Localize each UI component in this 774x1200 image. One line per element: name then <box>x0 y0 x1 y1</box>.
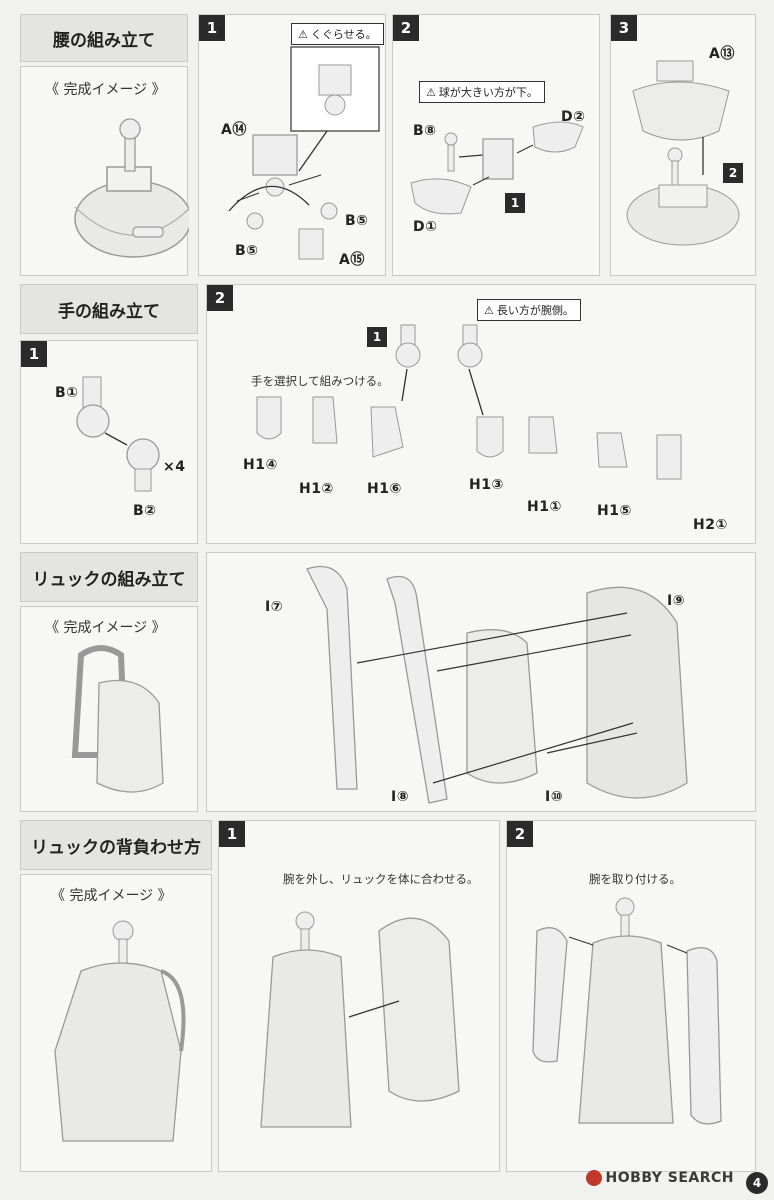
waist-step2-panel: 2 ⚠ 球が大きい方が下。 B⑧ D② D① 1 <box>392 14 600 276</box>
part-label: B⑧ <box>413 123 437 139</box>
waist-complete-image-panel: 《 完成イメージ 》 <box>20 66 189 276</box>
backpack-image-label: 《 完成イメージ 》 <box>45 620 166 636</box>
part-label: B⑤ <box>345 213 369 229</box>
backpack-section-title: リュックの組み立て <box>20 552 198 602</box>
hands-step2-illustration <box>256 324 682 480</box>
hands-step1-panel: 1 B① B② ×4 <box>20 340 198 544</box>
step-number-badge: 2 <box>507 821 533 847</box>
step-caption: 手を選択して組みつける。 <box>251 374 389 388</box>
warning-icon: ⚠ <box>426 85 436 99</box>
backpack-assembly-panel: I⑦ I⑨ I⑧ I⑩ <box>206 552 756 812</box>
waist-title-text: 腰の組み立て <box>53 30 155 51</box>
step-number-badge: 1 <box>199 15 225 41</box>
part-label: H2① <box>693 517 728 533</box>
waist-step3-panel: 3 A⑬ 2 <box>610 14 756 276</box>
wearing-title-text: リュックの背負わせ方 <box>31 837 201 858</box>
part-label: A⑭ <box>221 122 247 138</box>
backpack-assembly-illustration <box>306 565 688 804</box>
warning-note: ⚠ 球が大きい方が下。 <box>419 81 545 103</box>
part-label: H1③ <box>469 477 504 493</box>
reference-step-badge: 2 <box>723 163 743 183</box>
backpack-complete-image-panel: 《 完成イメージ 》 <box>20 606 198 812</box>
wearing-image-label: 《 完成イメージ 》 <box>51 888 172 904</box>
part-label: A⑮ <box>339 252 365 268</box>
hobby-search-logo: HOBBY SEARCH <box>585 1170 734 1186</box>
hands-section-title: 手の組み立て <box>20 284 198 334</box>
hands-step1-illustration <box>76 376 160 492</box>
part-label: D② <box>561 109 586 125</box>
part-label: H1⑤ <box>597 503 632 519</box>
hands-title-text: 手の組み立て <box>58 301 160 322</box>
step-caption: 腕を外し、リュックを体に合わせる。 <box>283 872 479 886</box>
step-number-badge: 1 <box>219 821 245 847</box>
reference-step-badge: 1 <box>367 327 387 347</box>
part-label: D① <box>413 219 438 235</box>
hands-step2-panel: 2 手を選択して組みつける。 ⚠ 長い方が腕側。 1 H1④ H1② H1⑥ H… <box>206 284 756 544</box>
waist-section-title: 腰の組み立て <box>20 14 188 62</box>
waist-step1-panel: 1 ⚠ くぐらせる。 A⑭ B⑤ B⑤ A⑮ <box>198 14 386 276</box>
part-label: I⑨ <box>667 593 686 609</box>
backpack-title-text: リュックの組み立て <box>32 569 186 590</box>
step-number-badge: 2 <box>393 15 419 41</box>
reference-step-badge: 1 <box>505 193 525 213</box>
waist-step3-illustration <box>626 60 740 246</box>
part-label: H1① <box>527 499 562 515</box>
wearing-step2-panel: 2 腕を取り付ける。 <box>506 820 756 1172</box>
warning-note: ⚠ 長い方が腕側。 <box>477 299 581 321</box>
part-label: B② <box>133 503 157 519</box>
waist-step1-illustration <box>228 46 380 260</box>
wearing-step1-panel: 1 腕を外し、リュックを体に合わせる。 <box>218 820 500 1172</box>
part-label: B⑤ <box>235 243 259 259</box>
part-label: I⑧ <box>391 789 410 805</box>
part-label: I⑩ <box>545 789 564 805</box>
wearing-complete-illustration <box>54 920 186 1142</box>
page-number: 4 <box>746 1172 768 1194</box>
step-number-badge: 2 <box>207 285 233 311</box>
part-label: B① <box>55 385 79 401</box>
waist-step2-illustration <box>410 121 584 215</box>
wearing-complete-image-panel: 《 完成イメージ 》 <box>20 874 212 1172</box>
wearing-section-title: リュックの背負わせ方 <box>20 820 212 870</box>
step-number-badge: 3 <box>611 15 637 41</box>
wearing-step2-illustration <box>532 897 722 1125</box>
multiplier-label: ×4 <box>163 459 186 475</box>
step-number-badge: 1 <box>21 341 47 367</box>
wearing-step1-illustration <box>260 911 460 1128</box>
warning-icon: ⚠ <box>484 303 494 317</box>
part-label: H1④ <box>243 457 278 473</box>
waist-complete-illustration <box>74 118 189 258</box>
backpack-complete-illustration <box>71 645 164 793</box>
logo-mark-icon <box>585 1170 602 1186</box>
part-label: I⑦ <box>265 599 284 615</box>
waist-image-label: 《 完成イメージ 》 <box>45 82 166 98</box>
step-caption: 腕を取り付ける。 <box>589 872 681 886</box>
part-label: A⑬ <box>709 46 735 62</box>
part-label: H1⑥ <box>367 481 402 497</box>
warning-note: ⚠ くぐらせる。 <box>291 23 384 45</box>
part-label: H1② <box>299 481 334 497</box>
warning-icon: ⚠ <box>298 27 308 41</box>
